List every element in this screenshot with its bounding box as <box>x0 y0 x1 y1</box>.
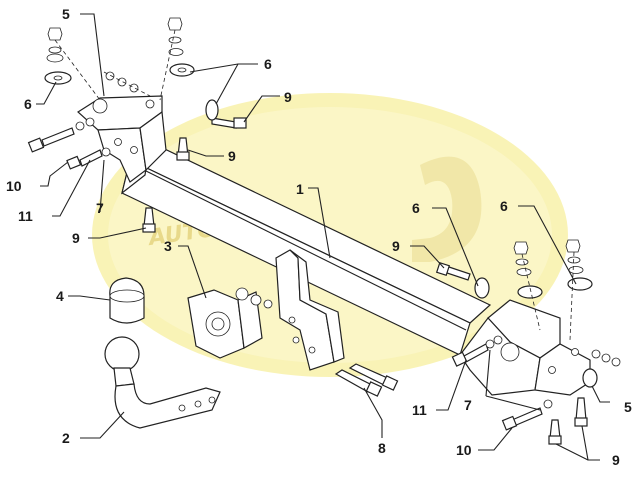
tow-ball-cap <box>109 277 145 324</box>
callout-7-right: 7 <box>464 397 472 413</box>
callout-11-right: 11 <box>412 402 427 418</box>
callout-9-right: 9 <box>612 452 620 468</box>
callout-10-right: 10 <box>456 442 472 458</box>
right-hardware <box>435 239 621 445</box>
tow-ball-neck <box>104 336 221 429</box>
hitch-plate <box>275 249 345 371</box>
socket-plate <box>187 287 273 359</box>
callout-3: 3 <box>164 238 172 254</box>
callout-1: 1 <box>296 181 304 197</box>
callout-6-top: 6 <box>264 56 272 72</box>
callout-5-left: 5 <box>62 6 70 22</box>
callout-9-left: 9 <box>72 230 80 246</box>
callout-7-left: 7 <box>96 200 104 216</box>
callout-9-upper: 9 <box>228 148 236 164</box>
callout-6-right: 6 <box>500 198 508 214</box>
callout-4: 4 <box>56 288 64 304</box>
callout-11-left: 11 <box>18 208 33 224</box>
callout-9-mid: 9 <box>392 238 400 254</box>
left-bolts <box>27 99 247 233</box>
callout-labels: 1 2 3 4 5 5 6 6 6 6 7 7 8 9 9 9 9 9 10 1… <box>6 6 632 468</box>
callout-5-right: 5 <box>624 399 632 415</box>
callout-2: 2 <box>62 430 70 446</box>
watermark-hook-shape <box>412 156 482 262</box>
left-side-bracket <box>77 95 167 183</box>
top-left-hardware <box>44 17 195 101</box>
callout-10-left: 10 <box>6 178 22 194</box>
callout-6-mid: 6 <box>412 200 420 216</box>
right-side-bracket <box>459 299 591 396</box>
leader-lines <box>36 13 610 461</box>
callout-9-top: 9 <box>284 89 292 105</box>
callout-6-left: 6 <box>24 96 32 112</box>
long-bolts <box>334 363 399 397</box>
callout-8: 8 <box>378 440 386 456</box>
